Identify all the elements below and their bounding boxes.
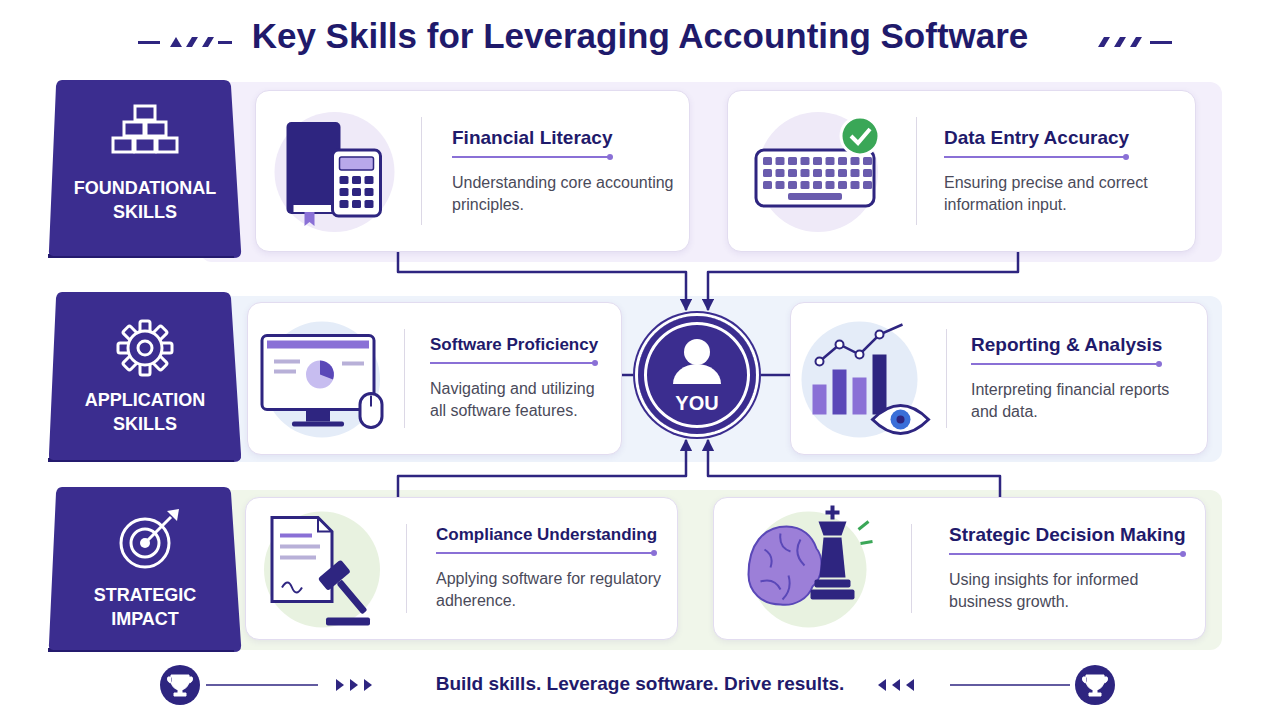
card-body: Navigating and utilizing all software fe…	[430, 378, 607, 421]
center-circle: YOU	[638, 316, 756, 434]
card-body: Interpreting financial reports and data.	[971, 379, 1193, 422]
card-body: Using insights for informed business gro…	[949, 569, 1191, 612]
text-block: Software ProficiencyNavigating and utili…	[430, 303, 607, 454]
text-block: Reporting & AnalysisInterpreting financi…	[971, 303, 1193, 454]
diagram-title: Key Skills for Leveraging Accounting Sof…	[0, 16, 1280, 56]
caption: Build skills. Leverage software. Drive r…	[0, 673, 1280, 695]
text-block: Compliance UnderstandingApplying softwar…	[436, 498, 663, 639]
tab-label: FOUNDATIONAL SKILLS	[58, 176, 232, 225]
center-label: YOU	[638, 392, 756, 415]
icon	[48, 292, 242, 462]
skill-card: Compliance UnderstandingApplying softwar…	[245, 497, 678, 640]
card-heading: Compliance Understanding	[436, 525, 657, 554]
icon	[791, 303, 946, 456]
divider	[946, 329, 947, 428]
divider	[404, 329, 405, 428]
icon	[48, 80, 242, 258]
divider	[421, 117, 422, 225]
connector	[761, 374, 790, 377]
section-tab: STRATEGIC IMPACT	[48, 487, 242, 652]
icon	[256, 91, 421, 253]
icon	[248, 303, 404, 456]
card-body: Applying software for regulatory adheren…	[436, 568, 663, 611]
card-heading: Data Entry Accuracy	[944, 127, 1129, 158]
card-heading: Financial Literacy	[452, 127, 613, 158]
skill-card: Software ProficiencyNavigating and utili…	[247, 302, 622, 455]
text-block: Financial LiteracyUnderstanding core acc…	[452, 91, 675, 251]
connector	[622, 374, 633, 377]
card-heading: Reporting & Analysis	[971, 334, 1162, 365]
divider	[911, 524, 912, 613]
skill-card: Data Entry AccuracyEnsuring precise and …	[727, 90, 1196, 252]
divider	[406, 524, 407, 613]
icon	[714, 498, 911, 641]
section-tab: FOUNDATIONAL SKILLS	[48, 80, 242, 258]
tab-label: STRATEGIC IMPACT	[58, 583, 232, 632]
card-body: Understanding core accounting principles…	[452, 172, 675, 215]
skill-card: Reporting & AnalysisInterpreting financi…	[790, 302, 1208, 455]
section-tab: APPLICATION SKILLS	[48, 292, 242, 462]
skill-card: Strategic Decision MakingUsing insights …	[713, 497, 1206, 640]
icon	[246, 498, 406, 641]
text-block: Strategic Decision MakingUsing insights …	[949, 498, 1191, 639]
icon	[728, 91, 916, 253]
icon	[638, 316, 756, 434]
card-heading: Strategic Decision Making	[949, 524, 1186, 555]
divider	[916, 117, 917, 225]
card-heading: Software Proficiency	[430, 335, 598, 364]
tab-label: APPLICATION SKILLS	[58, 388, 232, 437]
card-body: Ensuring precise and correct information…	[944, 172, 1181, 215]
text-block: Data Entry AccuracyEnsuring precise and …	[944, 91, 1181, 251]
skill-card: Financial LiteracyUnderstanding core acc…	[255, 90, 690, 252]
